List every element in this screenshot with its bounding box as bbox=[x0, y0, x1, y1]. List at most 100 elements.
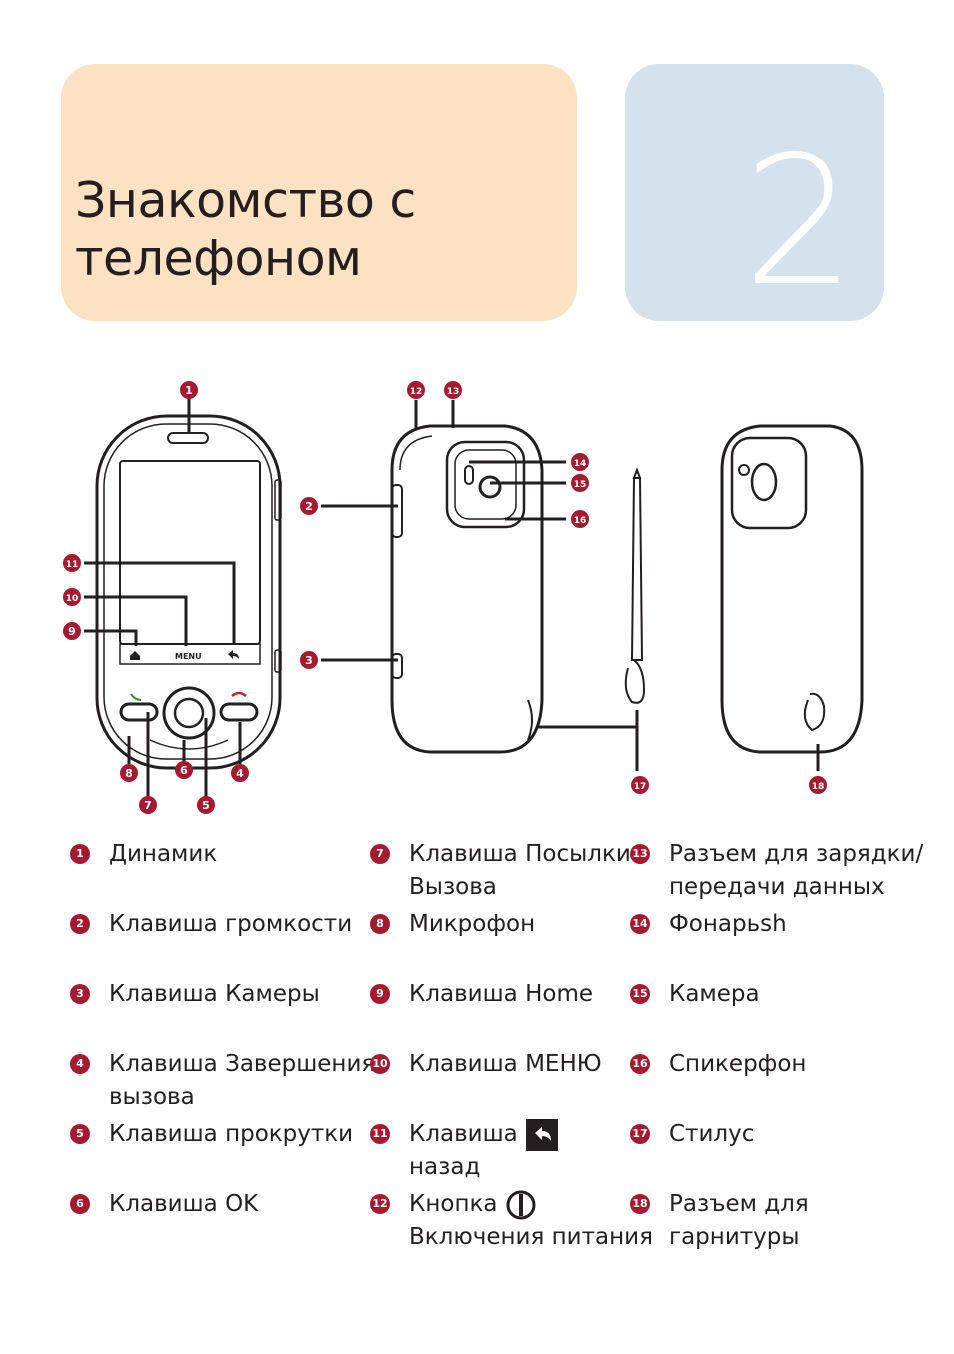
front-screen bbox=[119, 460, 261, 645]
front-bottom-strip bbox=[119, 643, 261, 665]
camera-key-side bbox=[274, 649, 282, 673]
legend-badge-5: 5 bbox=[70, 1124, 90, 1144]
callout-badge-10 bbox=[63, 588, 81, 606]
legend-item-5-line-1: Клавиша прокрутки bbox=[109, 1121, 354, 1147]
menu-soft-label: MENU bbox=[175, 652, 202, 661]
callout-number-4: 4 bbox=[236, 767, 244, 780]
legend-badge-15: 15 bbox=[630, 984, 650, 1004]
legend-item-1: Динамик bbox=[109, 838, 217, 871]
callout-badge-16 bbox=[571, 510, 589, 528]
callout-number-8: 8 bbox=[125, 767, 133, 780]
volume-key-side bbox=[274, 479, 282, 521]
home-soft-icon bbox=[130, 651, 140, 660]
front-bottom-curve bbox=[149, 739, 229, 750]
callout-badge-17 bbox=[631, 776, 649, 794]
legend-badge-11: 11 bbox=[370, 1124, 390, 1144]
back-flash bbox=[738, 464, 750, 476]
callout-number-15: 15 bbox=[574, 480, 587, 490]
back-camera-lens bbox=[750, 462, 778, 502]
nav-ok-button bbox=[173, 697, 205, 729]
legend-badge-7: 7 bbox=[370, 844, 390, 864]
legend-item-17-line-1: Стилус bbox=[669, 1121, 755, 1147]
callout-badge-14 bbox=[571, 453, 589, 471]
callout-number-12: 12 bbox=[410, 387, 423, 397]
legend-item-4-line-2: вызова bbox=[109, 1084, 195, 1110]
side-phone-edge bbox=[399, 435, 433, 471]
callout-number-5: 5 bbox=[202, 799, 210, 812]
legend-badge-12: 12 bbox=[370, 1194, 390, 1214]
callout-badge-13 bbox=[444, 381, 462, 399]
legend-item-16-line-1: Спикерфон bbox=[669, 1051, 807, 1077]
power-icon bbox=[505, 1189, 537, 1221]
callout-badge-1 bbox=[180, 381, 198, 399]
callout-number-14: 14 bbox=[574, 459, 587, 469]
legend-item-10-line-1: Клавиша МЕНЮ bbox=[409, 1051, 602, 1077]
nav-scroll-ring bbox=[162, 686, 216, 740]
stylus-loop bbox=[624, 659, 646, 704]
legend-item-1-line-1: Динамик bbox=[109, 841, 218, 867]
callout-badge-4 bbox=[231, 764, 249, 782]
callout-number-18: 18 bbox=[812, 782, 825, 792]
back-camera-module bbox=[730, 436, 808, 530]
callout-badge-18 bbox=[809, 776, 827, 794]
chapter-title: Знакомство с телефоном bbox=[75, 172, 416, 288]
legend-item-3-line-1: Клавиша Камеры bbox=[109, 981, 320, 1007]
back-soft-icon bbox=[228, 650, 239, 659]
legend-item-13-line-1: Разъем для зарядки/ bbox=[669, 841, 924, 867]
legend-item-2-line-1: Клавиша громкости bbox=[109, 911, 353, 937]
legend-badge-17: 17 bbox=[630, 1124, 650, 1144]
front-phone-bezel bbox=[103, 423, 273, 760]
legend-item-14-line-1: Фонарьsh bbox=[669, 911, 787, 937]
legend-item-15-line-1: Камера bbox=[669, 981, 760, 1007]
legend-item-8-line-1: Микрофон bbox=[409, 911, 536, 937]
callout-number-2: 2 bbox=[305, 500, 313, 513]
side-phone-body bbox=[390, 424, 544, 754]
callout-number-7: 7 bbox=[144, 799, 152, 812]
callout-badge-9 bbox=[63, 622, 81, 640]
leader-10 bbox=[84, 595, 188, 646]
legend-item-9: Клавиша Home bbox=[409, 978, 593, 1011]
back-arrow-icon bbox=[525, 1118, 558, 1151]
legend-item-12-line-2: Включения питания bbox=[409, 1224, 653, 1250]
chapter-title-line-2: телефоном bbox=[75, 230, 362, 287]
legend-item-9-line-1: Клавиша Home bbox=[409, 981, 593, 1007]
side-volume-slot bbox=[391, 484, 403, 538]
legend-item-15: Камера bbox=[669, 978, 760, 1011]
callout-number-10: 10 bbox=[66, 594, 79, 604]
send-call-icon bbox=[130, 693, 142, 701]
legend-badge-3: 3 bbox=[70, 984, 90, 1004]
flash-led bbox=[464, 465, 474, 485]
legend-item-18-line-1: Разъем для bbox=[669, 1191, 809, 1217]
callout-number-9: 9 bbox=[68, 625, 76, 638]
callout-badge-6 bbox=[175, 761, 193, 779]
callout-badge-15 bbox=[571, 474, 589, 492]
callout-number-11: 11 bbox=[66, 560, 79, 570]
leader-9 bbox=[84, 629, 138, 646]
callout-number-6: 6 bbox=[180, 764, 188, 777]
legend-item-11-line-1: Клавиша bbox=[409, 1118, 558, 1151]
legend-item-12-line-1: Кнопка bbox=[409, 1188, 653, 1221]
callout-number-1: 1 bbox=[185, 384, 193, 397]
callout-badge-3 bbox=[300, 651, 318, 669]
legend-badge-6: 6 bbox=[70, 1194, 90, 1214]
callout-number-17: 17 bbox=[634, 782, 647, 792]
callout-number-16: 16 bbox=[574, 516, 587, 526]
callout-number-13: 13 bbox=[447, 387, 460, 397]
stylus-body bbox=[630, 477, 644, 661]
legend-badge-16: 16 bbox=[630, 1054, 650, 1074]
callout-badge-2 bbox=[300, 497, 318, 515]
back-strap-hole bbox=[803, 692, 826, 732]
chapter-title-box: Знакомство с телефоном bbox=[61, 64, 577, 321]
legend-item-2: Клавиша громкости bbox=[109, 908, 352, 941]
chapter-title-line-1: Знакомство с bbox=[75, 172, 416, 229]
send-key bbox=[119, 702, 159, 722]
front-phone-body bbox=[95, 414, 282, 770]
legend-badge-10: 10 bbox=[370, 1054, 390, 1074]
legend-item-16: Спикерфон bbox=[669, 1048, 806, 1081]
back-phone-body bbox=[720, 424, 864, 754]
legend-badge-4: 4 bbox=[70, 1054, 90, 1074]
